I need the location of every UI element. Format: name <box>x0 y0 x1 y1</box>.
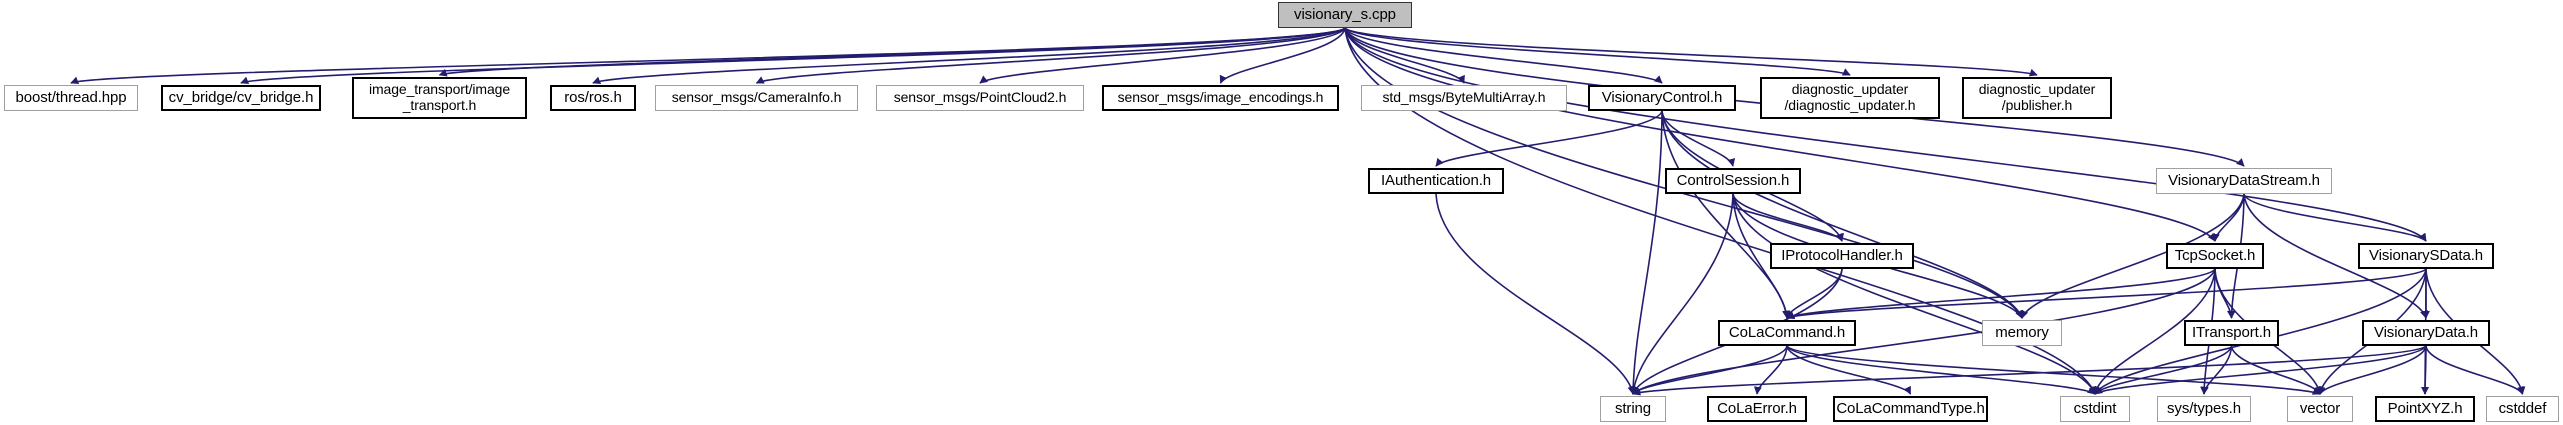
graph-edge <box>1661 110 1736 167</box>
graph-edge <box>979 27 1346 84</box>
graph-node-itransport[interactable]: ITransport.h <box>2184 320 2279 346</box>
graph-edge <box>592 27 1346 85</box>
graph-node-point_cloud2[interactable]: sensor_msgs/PointCloud2.h <box>876 85 1084 111</box>
graph-edge <box>1786 345 1912 395</box>
graph-node-ros_ros[interactable]: ros/ros.h <box>550 85 636 111</box>
graph-edge <box>1629 193 1734 395</box>
graph-edge <box>438 27 1346 77</box>
graph-edge <box>1629 110 1663 395</box>
graph-node-visionary_ctrl[interactable]: VisionaryControl.h <box>1588 85 1736 111</box>
graph-edge <box>1344 27 1851 76</box>
graph-node-cola_cmd_type[interactable]: CoLaCommandType.h <box>1833 396 1988 422</box>
graph-node-image_encodings[interactable]: sensor_msgs/image_encodings.h <box>1102 85 1339 111</box>
graph-edge <box>2230 345 2322 395</box>
graph-edge <box>1219 27 1346 84</box>
graph-edge <box>1344 27 2427 242</box>
graph-edge <box>2319 345 2427 395</box>
graph-edge <box>1344 27 1663 84</box>
graph-node-string[interactable]: string <box>1600 396 1666 422</box>
graph-node-cstddef[interactable]: cstddef <box>2486 396 2559 422</box>
graph-edge <box>2211 193 2245 242</box>
graph-edge <box>1661 110 2024 319</box>
graph-edge <box>1344 27 2038 77</box>
graph-node-image_transport[interactable]: image_transport/image _transport.h <box>352 77 527 119</box>
graph-edge <box>1661 110 1791 319</box>
graph-edge <box>1632 345 1788 395</box>
graph-edge <box>1786 345 2096 395</box>
graph-node-byte_multiarray[interactable]: std_msgs/ByteMultiArray.h <box>1361 85 1567 111</box>
graph-edge <box>2421 345 2430 395</box>
graph-node-iauth[interactable]: IAuthentication.h <box>1368 168 1504 194</box>
graph-node-boost_thread[interactable]: boost/thread.hpp <box>4 85 138 111</box>
graph-edge <box>2243 193 2427 242</box>
graph-node-point_xyz[interactable]: PointXYZ.h <box>2375 396 2475 422</box>
graph-edge <box>1632 345 2427 396</box>
graph-edge <box>2094 345 2233 395</box>
graph-node-camera_info[interactable]: sensor_msgs/CameraInfo.h <box>655 85 858 111</box>
graph-node-iprotocol[interactable]: IProtocolHandler.h <box>1770 243 1914 269</box>
graph-node-vector[interactable]: vector <box>2287 396 2353 422</box>
graph-edge <box>1732 193 1843 242</box>
graph-node-vis_data[interactable]: VisionaryData.h <box>2362 320 2490 346</box>
graph-edge <box>1786 268 2216 319</box>
graph-node-vis_datastream[interactable]: VisionaryDataStream.h <box>2156 168 2332 194</box>
graph-edge <box>1344 27 2216 242</box>
graph-node-root[interactable]: visionary_s.cpp <box>1278 2 1412 28</box>
graph-edge <box>1435 110 1663 167</box>
graph-node-cola_command[interactable]: CoLaCommand.h <box>1718 320 1856 346</box>
graph-node-cola_error[interactable]: CoLaError.h <box>1707 396 1807 422</box>
graph-node-diag_updater[interactable]: diagnostic_updater /diagnostic_updater.h <box>1760 77 1940 119</box>
graph-edge <box>1732 193 2097 395</box>
graph-node-sys_types[interactable]: sys/types.h <box>2157 396 2251 422</box>
graph-edge <box>2094 345 2427 395</box>
graph-edge <box>70 27 1346 85</box>
graph-node-cstdint[interactable]: cstdint <box>2060 396 2130 422</box>
graph-edge <box>755 27 1346 84</box>
graph-node-diag_publisher[interactable]: diagnostic_updater /publisher.h <box>1962 77 2112 119</box>
graph-edge <box>2200 345 2233 395</box>
graph-node-memory[interactable]: memory <box>1982 320 2062 346</box>
graph-node-cv_bridge[interactable]: cv_bridge/cv_bridge.h <box>161 85 321 111</box>
graph-edge <box>1784 268 1843 319</box>
graph-node-vis_sdata[interactable]: VisionarySData.h <box>2358 243 2494 269</box>
graph-node-control_session[interactable]: ControlSession.h <box>1665 168 1801 194</box>
graph-edge <box>240 27 1346 85</box>
graph-edge <box>1786 268 2427 320</box>
graph-edge <box>2214 268 2236 319</box>
graph-edge <box>1753 345 1788 395</box>
graph-edge <box>1786 345 2321 395</box>
graph-edge <box>2425 345 2524 395</box>
graph-node-tcp_socket[interactable]: TcpSocket.h <box>2166 243 2264 269</box>
graph-edge <box>1435 193 1636 395</box>
graph-edge <box>1344 27 1465 84</box>
